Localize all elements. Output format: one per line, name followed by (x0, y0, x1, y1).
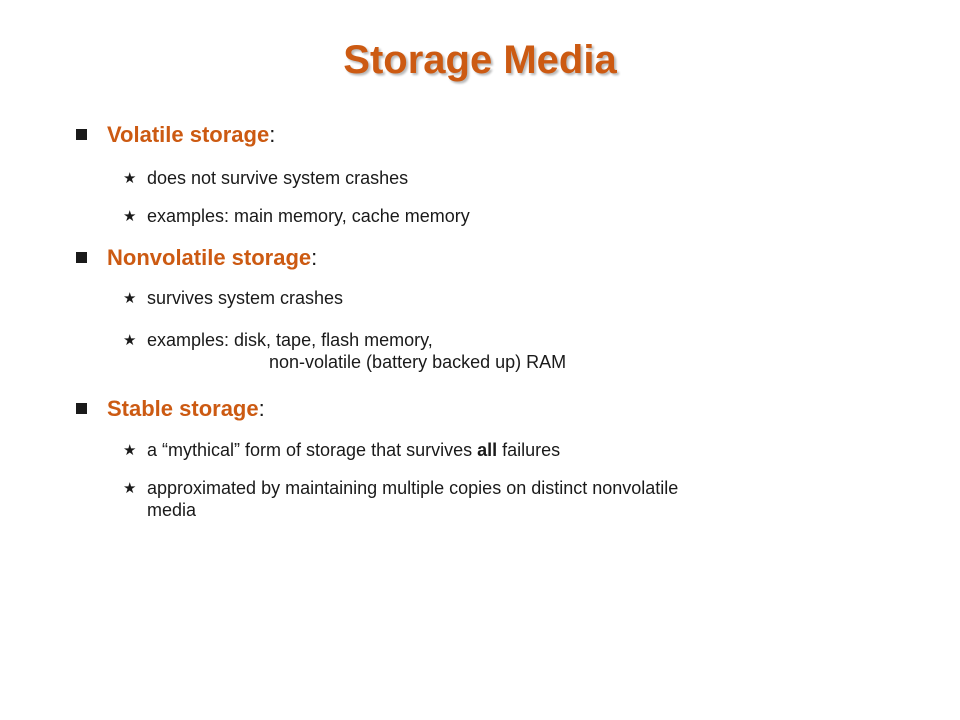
section-colon: : (269, 122, 276, 147)
section-term: Volatile storage (107, 122, 270, 147)
list-item: ★ survives system crashes (123, 287, 883, 309)
star-bullet-icon: ★ (123, 289, 137, 307)
section-heading-text: Stable storage: (107, 396, 265, 422)
list-item-text: examples: main memory, cache memory (147, 206, 470, 226)
section-colon: : (311, 245, 318, 270)
list-item-text: examples: disk, tape, flash memory, (147, 330, 433, 350)
section-colon: : (258, 396, 265, 421)
list-item-text-wrap: media (147, 500, 197, 520)
section-term: Stable storage (107, 396, 259, 421)
square-bullet-icon (76, 403, 87, 414)
list-item-continuation: non-volatile (battery backed up) RAM (269, 352, 567, 372)
star-bullet-icon: ★ (123, 479, 137, 497)
section-heading-text: Nonvolatile storage: (107, 245, 317, 271)
star-bullet-icon: ★ (123, 331, 137, 349)
section-term: Nonvolatile storage (107, 245, 312, 270)
star-bullet-icon: ★ (123, 207, 137, 225)
square-bullet-icon (76, 129, 87, 140)
list-item-text: approximated by maintaining multiple cop… (147, 478, 679, 498)
list-item: ★ examples: main memory, cache memory (123, 205, 883, 227)
text-segment: failures (497, 440, 561, 460)
list-item: ★ a “mythical” form of storage that surv… (123, 439, 883, 461)
list-item: ★ approximated by maintaining multiple c… (123, 477, 883, 521)
slide-title: Storage Media (343, 38, 617, 82)
square-bullet-icon (76, 252, 87, 263)
list-item: ★ does not survive system crashes (123, 167, 883, 189)
star-bullet-icon: ★ (123, 169, 137, 187)
list-item: ★ examples: disk, tape, flash memory, no… (123, 329, 883, 373)
list-item-text: a “mythical” form of storage that surviv… (147, 439, 883, 461)
star-bullet-icon: ★ (123, 441, 137, 459)
emphasis-text: all (477, 440, 498, 460)
list-item-text: does not survive system crashes (147, 168, 409, 188)
list-item-text: survives system crashes (147, 288, 344, 308)
section-heading-text: Volatile storage: (107, 122, 275, 148)
text-segment: a “mythical” form of storage that surviv… (147, 440, 478, 460)
